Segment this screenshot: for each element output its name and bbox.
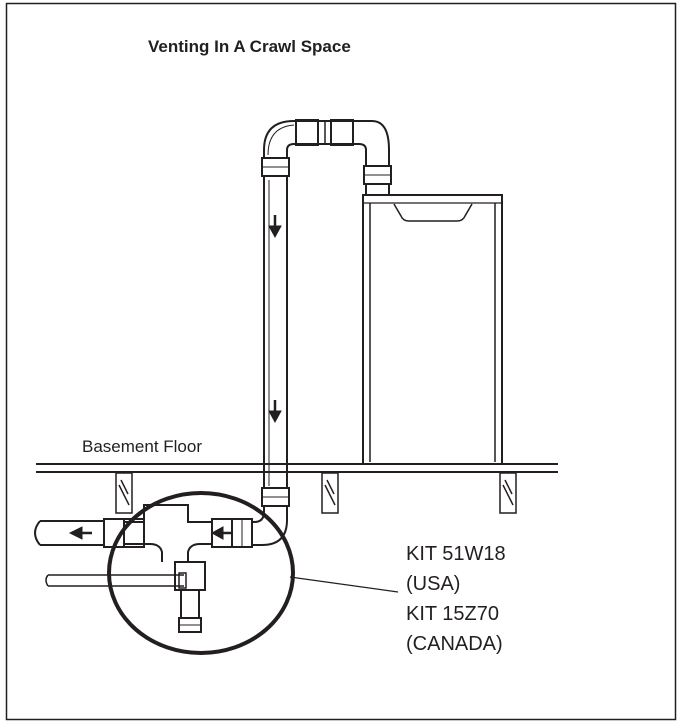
kit-label-usa-country: (USA): [406, 573, 460, 595]
vent-pipe-vertical: [261, 157, 290, 507]
condensate-tube: [45, 572, 187, 589]
basement-floor: [36, 463, 558, 473]
left-arrow-icon: [68, 526, 232, 540]
down-arrow-icon: [268, 215, 282, 424]
drain-pipe: [174, 561, 206, 633]
hatch-support-icon: [115, 472, 517, 514]
kit-label-canada-country: (CANADA): [406, 633, 503, 655]
leader-line: [289, 576, 399, 593]
diagram-border: [5, 2, 677, 721]
floor-label: Basement Floor: [82, 437, 202, 456]
furnace: [362, 194, 503, 464]
kit-labels: KIT 51W18 (USA) KIT 15Z70 (CANADA): [406, 543, 506, 655]
furnace-handle: [393, 203, 473, 222]
vent-pipe-top: [263, 119, 392, 195]
exhaust-pipe-horizontal: [34, 520, 104, 546]
diagram-title: Venting In A Crawl Space: [148, 37, 351, 56]
kit-label-canada: KIT 15Z70: [406, 603, 499, 625]
detail-circle: [107, 491, 295, 655]
kit-label-usa: KIT 51W18: [406, 543, 506, 565]
tee-fitting: [103, 504, 212, 562]
